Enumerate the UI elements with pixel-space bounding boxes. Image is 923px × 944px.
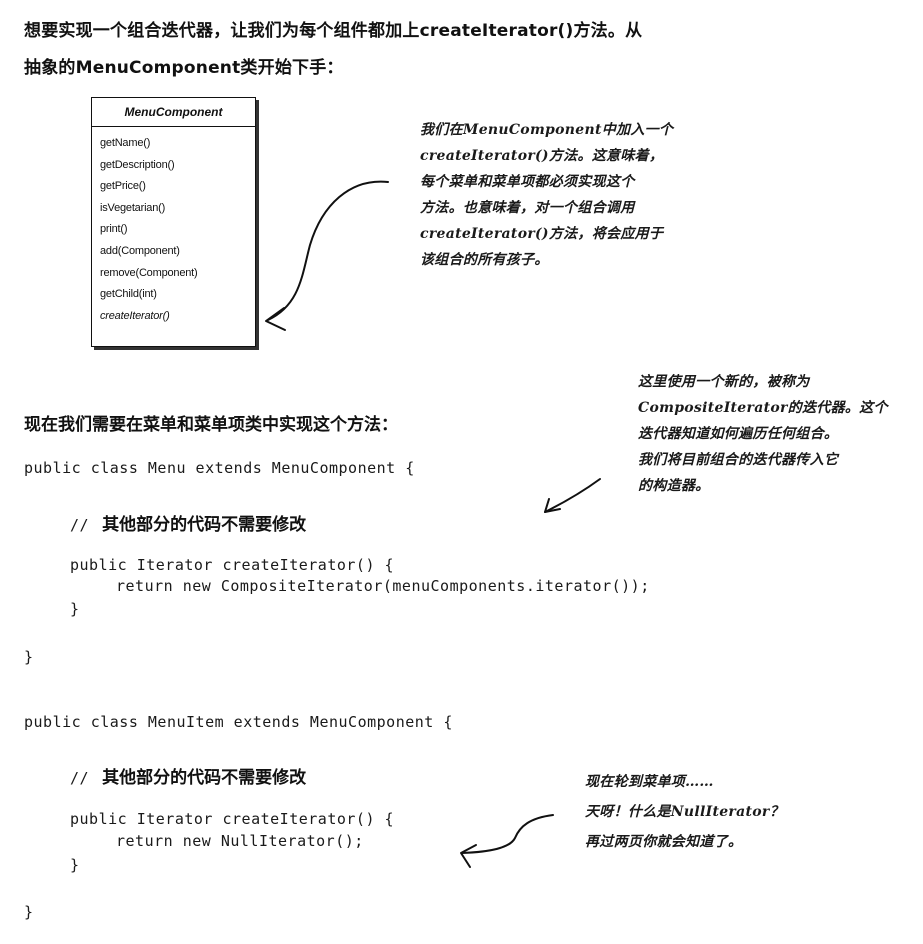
uml-method: getPrice() [100,180,146,193]
note-line: 每个菜单和菜单项都必须实现这个 [420,174,635,190]
menu-method-close: } [70,600,80,618]
note-line: 方法。也意味着，对一个组合调用 [420,200,635,216]
note-line: 现在轮到菜单项…… [585,774,714,790]
note-line: 这里使用一个新的，被称为 [638,374,810,390]
menu-method-decl: public Iterator createIterator() { [70,556,395,574]
uml-method: getChild(int) [100,288,157,301]
annotation-note-2: 这里使用一个新的，被称为 CompositeIterator的迭代器。这个 迭代… [638,369,918,499]
note-line: 再过两页你就会知道了。 [585,834,743,850]
arrow-to-create-iterator [267,180,389,321]
uml-method-list: getName() getDescription() getPrice() is… [92,127,255,327]
uml-method: isVegetarian() [100,201,166,214]
intro-paragraph: 想要实现一个组合迭代器，让我们为每个组件都加上createIterator()方… [24,20,642,79]
menu-class-close: } [24,648,34,666]
note-line: 的构造器。 [638,478,710,494]
arrow-to-composite-iterator [544,478,601,513]
menuitem-comment: // 其他部分的代码不需要修改 [70,763,306,788]
note-line: createIterator()方法，将会应用于 [420,226,664,242]
uml-class-name: MenuComponent [92,98,255,127]
note-line: createIterator()方法。这意味着， [420,148,664,164]
intro-line-2: 抽象的MenuComponent类开始下手： [24,58,344,78]
intro-line-1: 想要实现一个组合迭代器，让我们为每个组件都加上createIterator()方… [24,21,643,41]
menuitem-return-stmt: return new NullIterator(); [116,832,364,850]
arrow-to-null-iterator [461,814,554,854]
menucomponent-uml-class: MenuComponent getName() getDescription()… [91,97,256,347]
menuitem-class-decl: public class MenuItem extends MenuCompon… [24,713,453,731]
menu-class-decl: public class Menu extends MenuComponent … [24,459,415,477]
arrowhead-create-iterator [265,307,286,331]
note-line: 我们将目前组合的迭代器传入它 [638,452,839,468]
comment-text: 其他部分的代码不需要修改 [102,768,307,788]
arrowhead-composite-iterator [544,498,561,513]
uml-method: print() [100,223,128,236]
annotation-note-3: 现在轮到菜单项…… 天呀！什么是NullIterator？ 再过两页你就会知道了… [585,767,845,857]
uml-method: add(Component) [100,244,180,257]
uml-method: remove(Component) [100,266,198,279]
menuitem-method-close: } [70,856,80,874]
uml-method: getName() [100,137,151,149]
menuitem-method-decl: public Iterator createIterator() { [70,810,395,828]
arrowhead-null-iterator [460,844,477,868]
note-line: CompositeIterator的迭代器。这个 [638,400,888,416]
menuitem-class-close: } [24,903,34,921]
menu-comment: // 其他部分的代码不需要修改 [70,510,306,535]
note-line: 天呀！什么是NullIterator？ [585,804,784,820]
uml-method-create-iterator: createIterator() [100,309,170,322]
menu-return-stmt: return new CompositeIterator(menuCompone… [116,577,650,595]
section-heading: 现在我们需要在菜单和菜单项类中实现这个方法： [24,415,398,435]
note-line: 迭代器知道如何遍历任何组合。 [638,426,839,442]
uml-method: getDescription() [100,158,175,171]
annotation-note-1: 我们在MenuComponent中加入一个 createIterator()方法… [420,117,720,273]
comment-text: 其他部分的代码不需要修改 [102,515,307,535]
note-line: 该组合的所有孩子。 [420,252,549,268]
comment-slashes: // [70,769,90,787]
comment-slashes: // [70,516,90,534]
note-line: 我们在MenuComponent中加入一个 [420,122,674,138]
